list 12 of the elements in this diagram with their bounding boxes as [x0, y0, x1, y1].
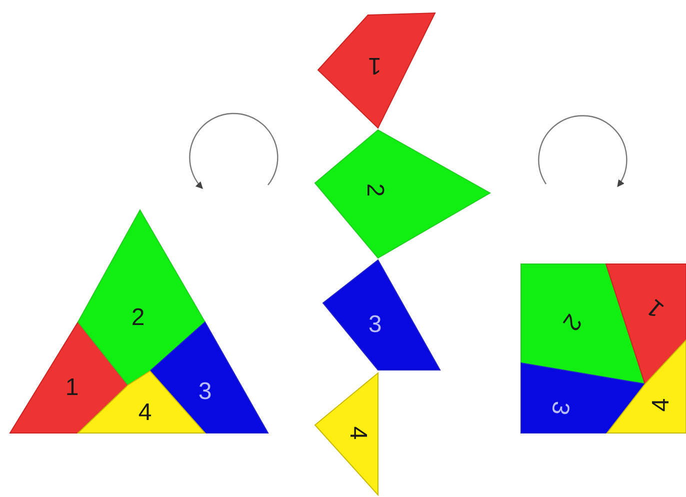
piece-number: 4	[346, 426, 370, 440]
piece-number: 4	[138, 401, 152, 425]
piece-number: 1	[65, 376, 79, 400]
piece-number: 1	[643, 294, 669, 322]
piece-number: 3	[368, 313, 382, 337]
piece-number: 4	[650, 398, 674, 412]
piece-number: 2	[363, 183, 387, 197]
piece-number: 2	[558, 310, 586, 334]
piece-number: 1	[368, 53, 382, 77]
piece-number: 2	[131, 306, 145, 330]
piece-number: 3	[198, 380, 212, 404]
piece-number: 3	[547, 399, 573, 417]
